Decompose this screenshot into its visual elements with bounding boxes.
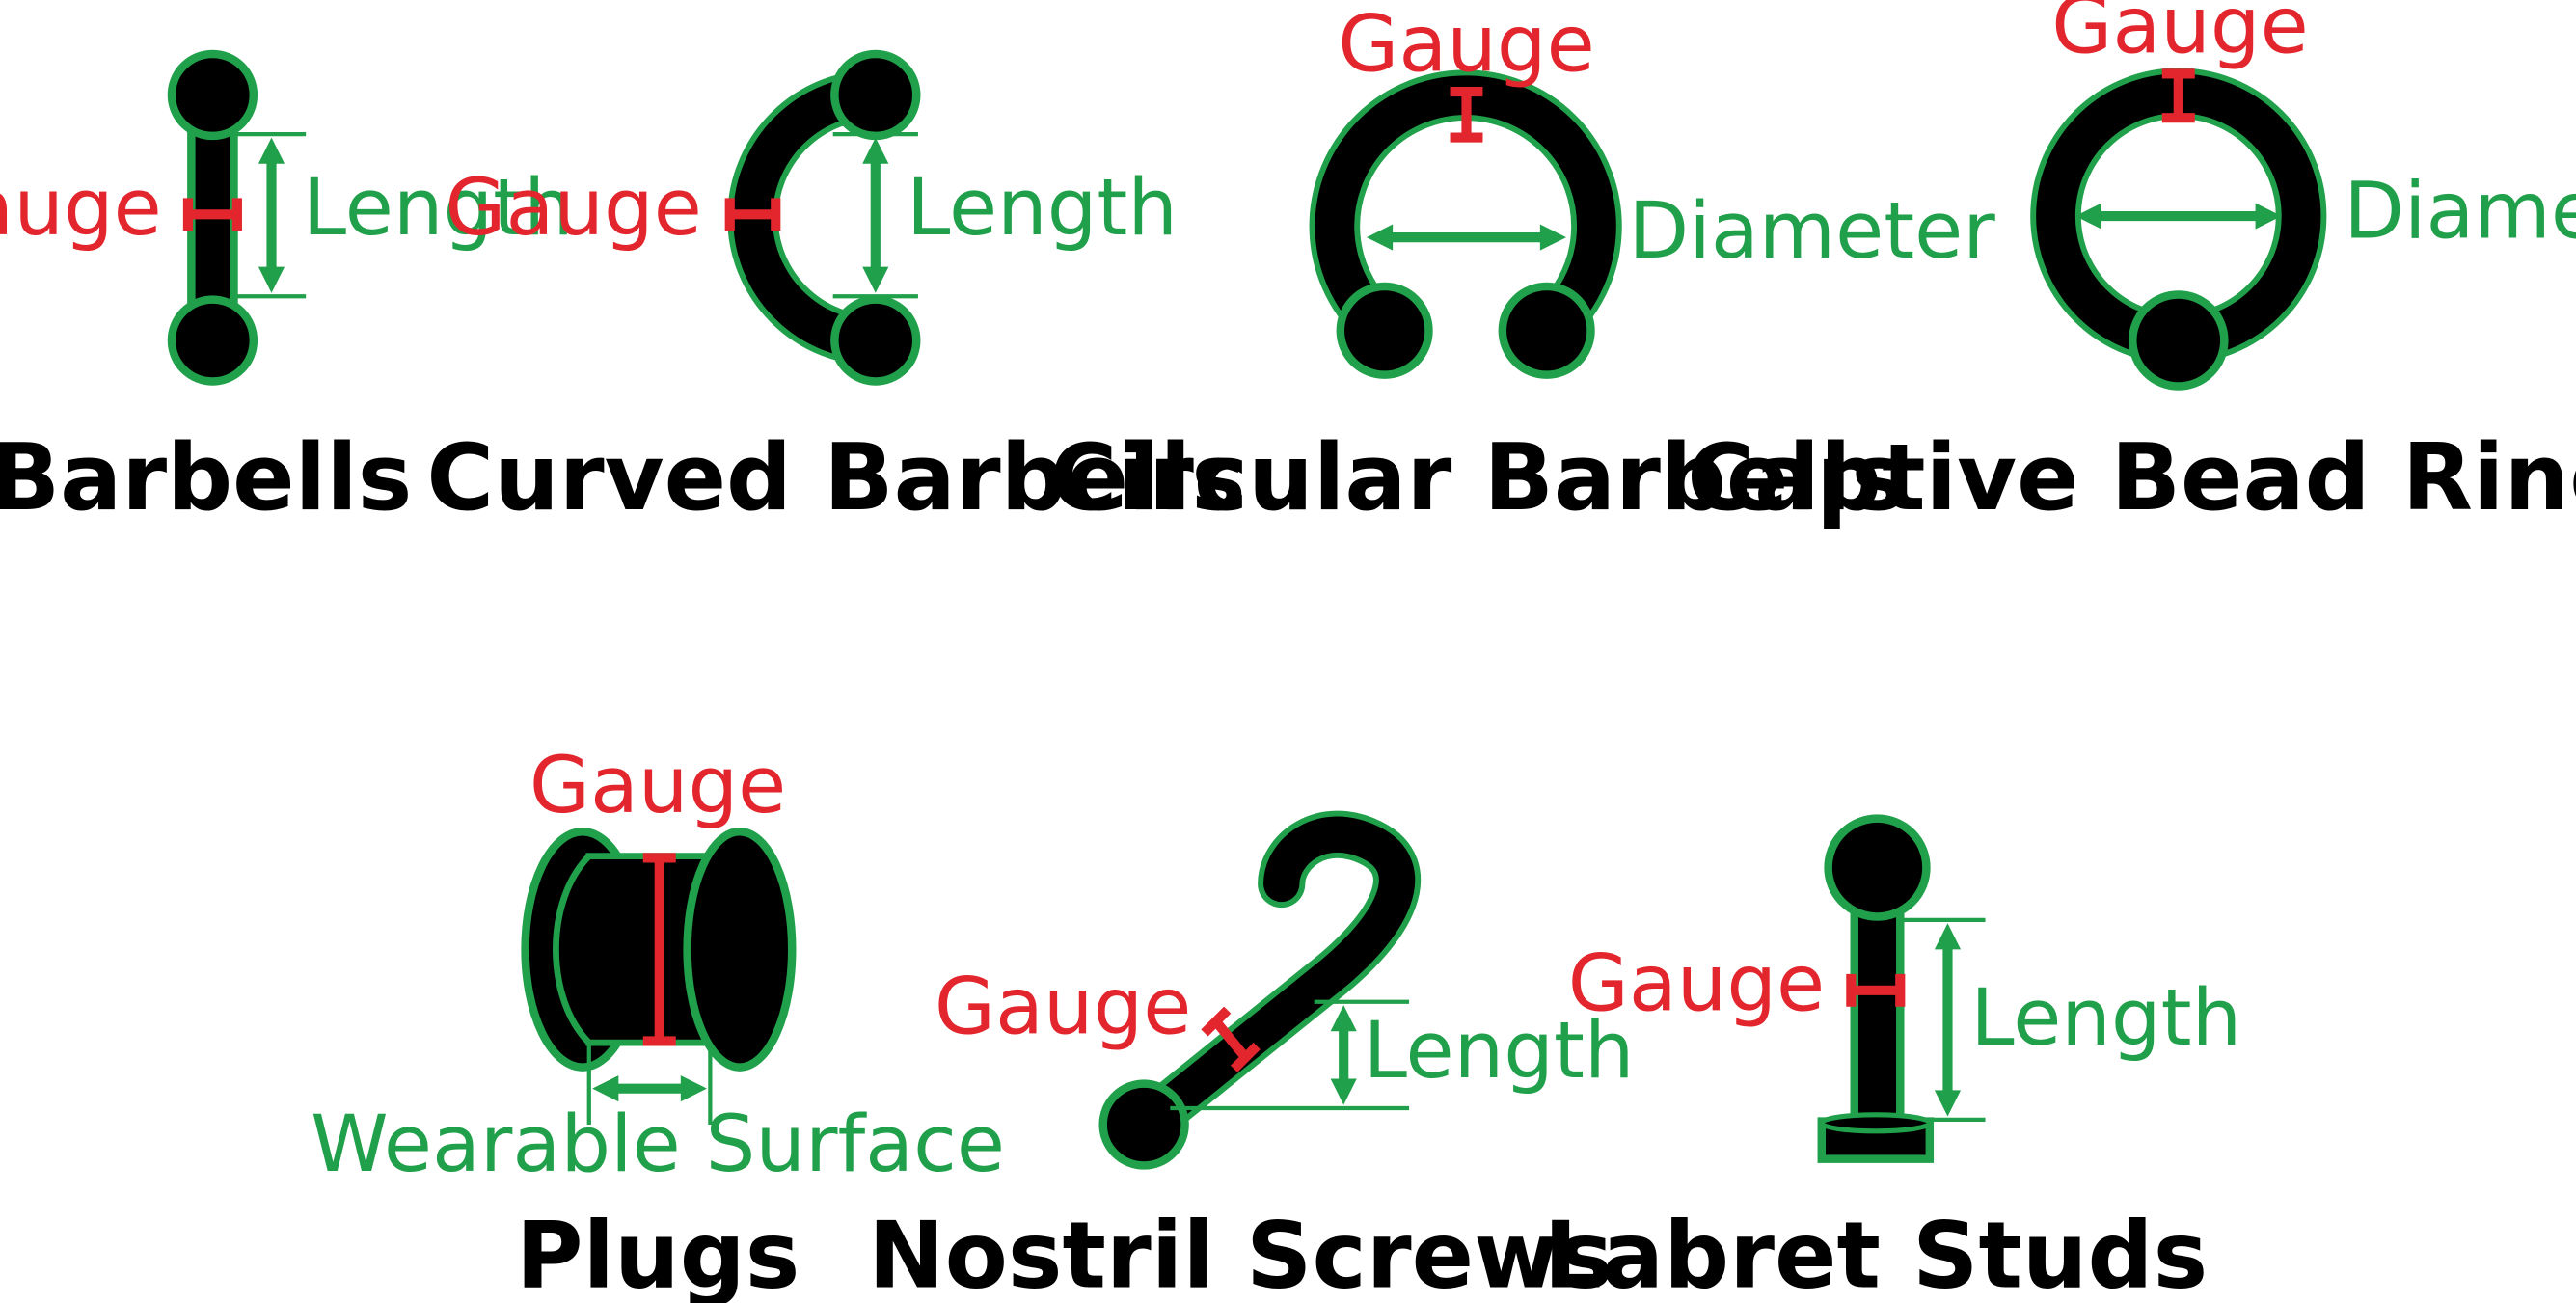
plug-gauge-label: Gauge <box>529 740 786 831</box>
curved-barbell-length-label: Length <box>907 162 1178 254</box>
barbell-gauge-label: Gauge <box>0 162 162 254</box>
barbell-figure <box>167 49 307 386</box>
barbell-title: Barbells <box>0 425 412 531</box>
curved-barbell-title: Curved Barbells <box>426 425 1245 531</box>
labret-stud-length-label: Length <box>1970 972 2241 1064</box>
captive-bead-ring-gauge-label: Gauge <box>2051 0 2308 72</box>
nostril-screw-gauge-label: Gauge <box>935 961 1191 1052</box>
plug-figure <box>521 827 797 1126</box>
barbell-length-label: Length <box>303 162 574 254</box>
curved-barbell-gauge-label: Gauge <box>445 162 701 254</box>
circular-barbell-gauge-label: Gauge <box>1338 0 1594 90</box>
circular-barbell-diameter-label: Diameter <box>1629 185 1996 277</box>
nostril-screw-length-label: Length <box>1364 1005 1635 1097</box>
circular-barbell-title: Circular Barbells <box>1050 425 1906 531</box>
nostril-screw-gauge-mark <box>1211 1018 1250 1061</box>
captive-bead-ring-title: Captive Bead Rings <box>1687 425 2576 531</box>
captive-bead-ring-figure <box>2030 68 2327 391</box>
labret-stud-figure <box>1817 814 1986 1163</box>
plug-wearable-surface-label: Wearable Surface <box>311 1099 1005 1190</box>
nostril-screw-title: Nostril Screws <box>868 1203 1613 1303</box>
circular-barbell-figure <box>1309 69 1622 379</box>
nostril-screw-figure <box>1098 810 1422 1170</box>
labret-stud-gauge-label: Gauge <box>1568 938 1825 1030</box>
plug-title: Plugs <box>516 1203 800 1303</box>
labret-stud-title: Labret Studs <box>1543 1203 2208 1303</box>
curved-barbell-figure <box>724 49 921 386</box>
captive-bead-ring-diameter-label: Diameter <box>2344 165 2576 257</box>
